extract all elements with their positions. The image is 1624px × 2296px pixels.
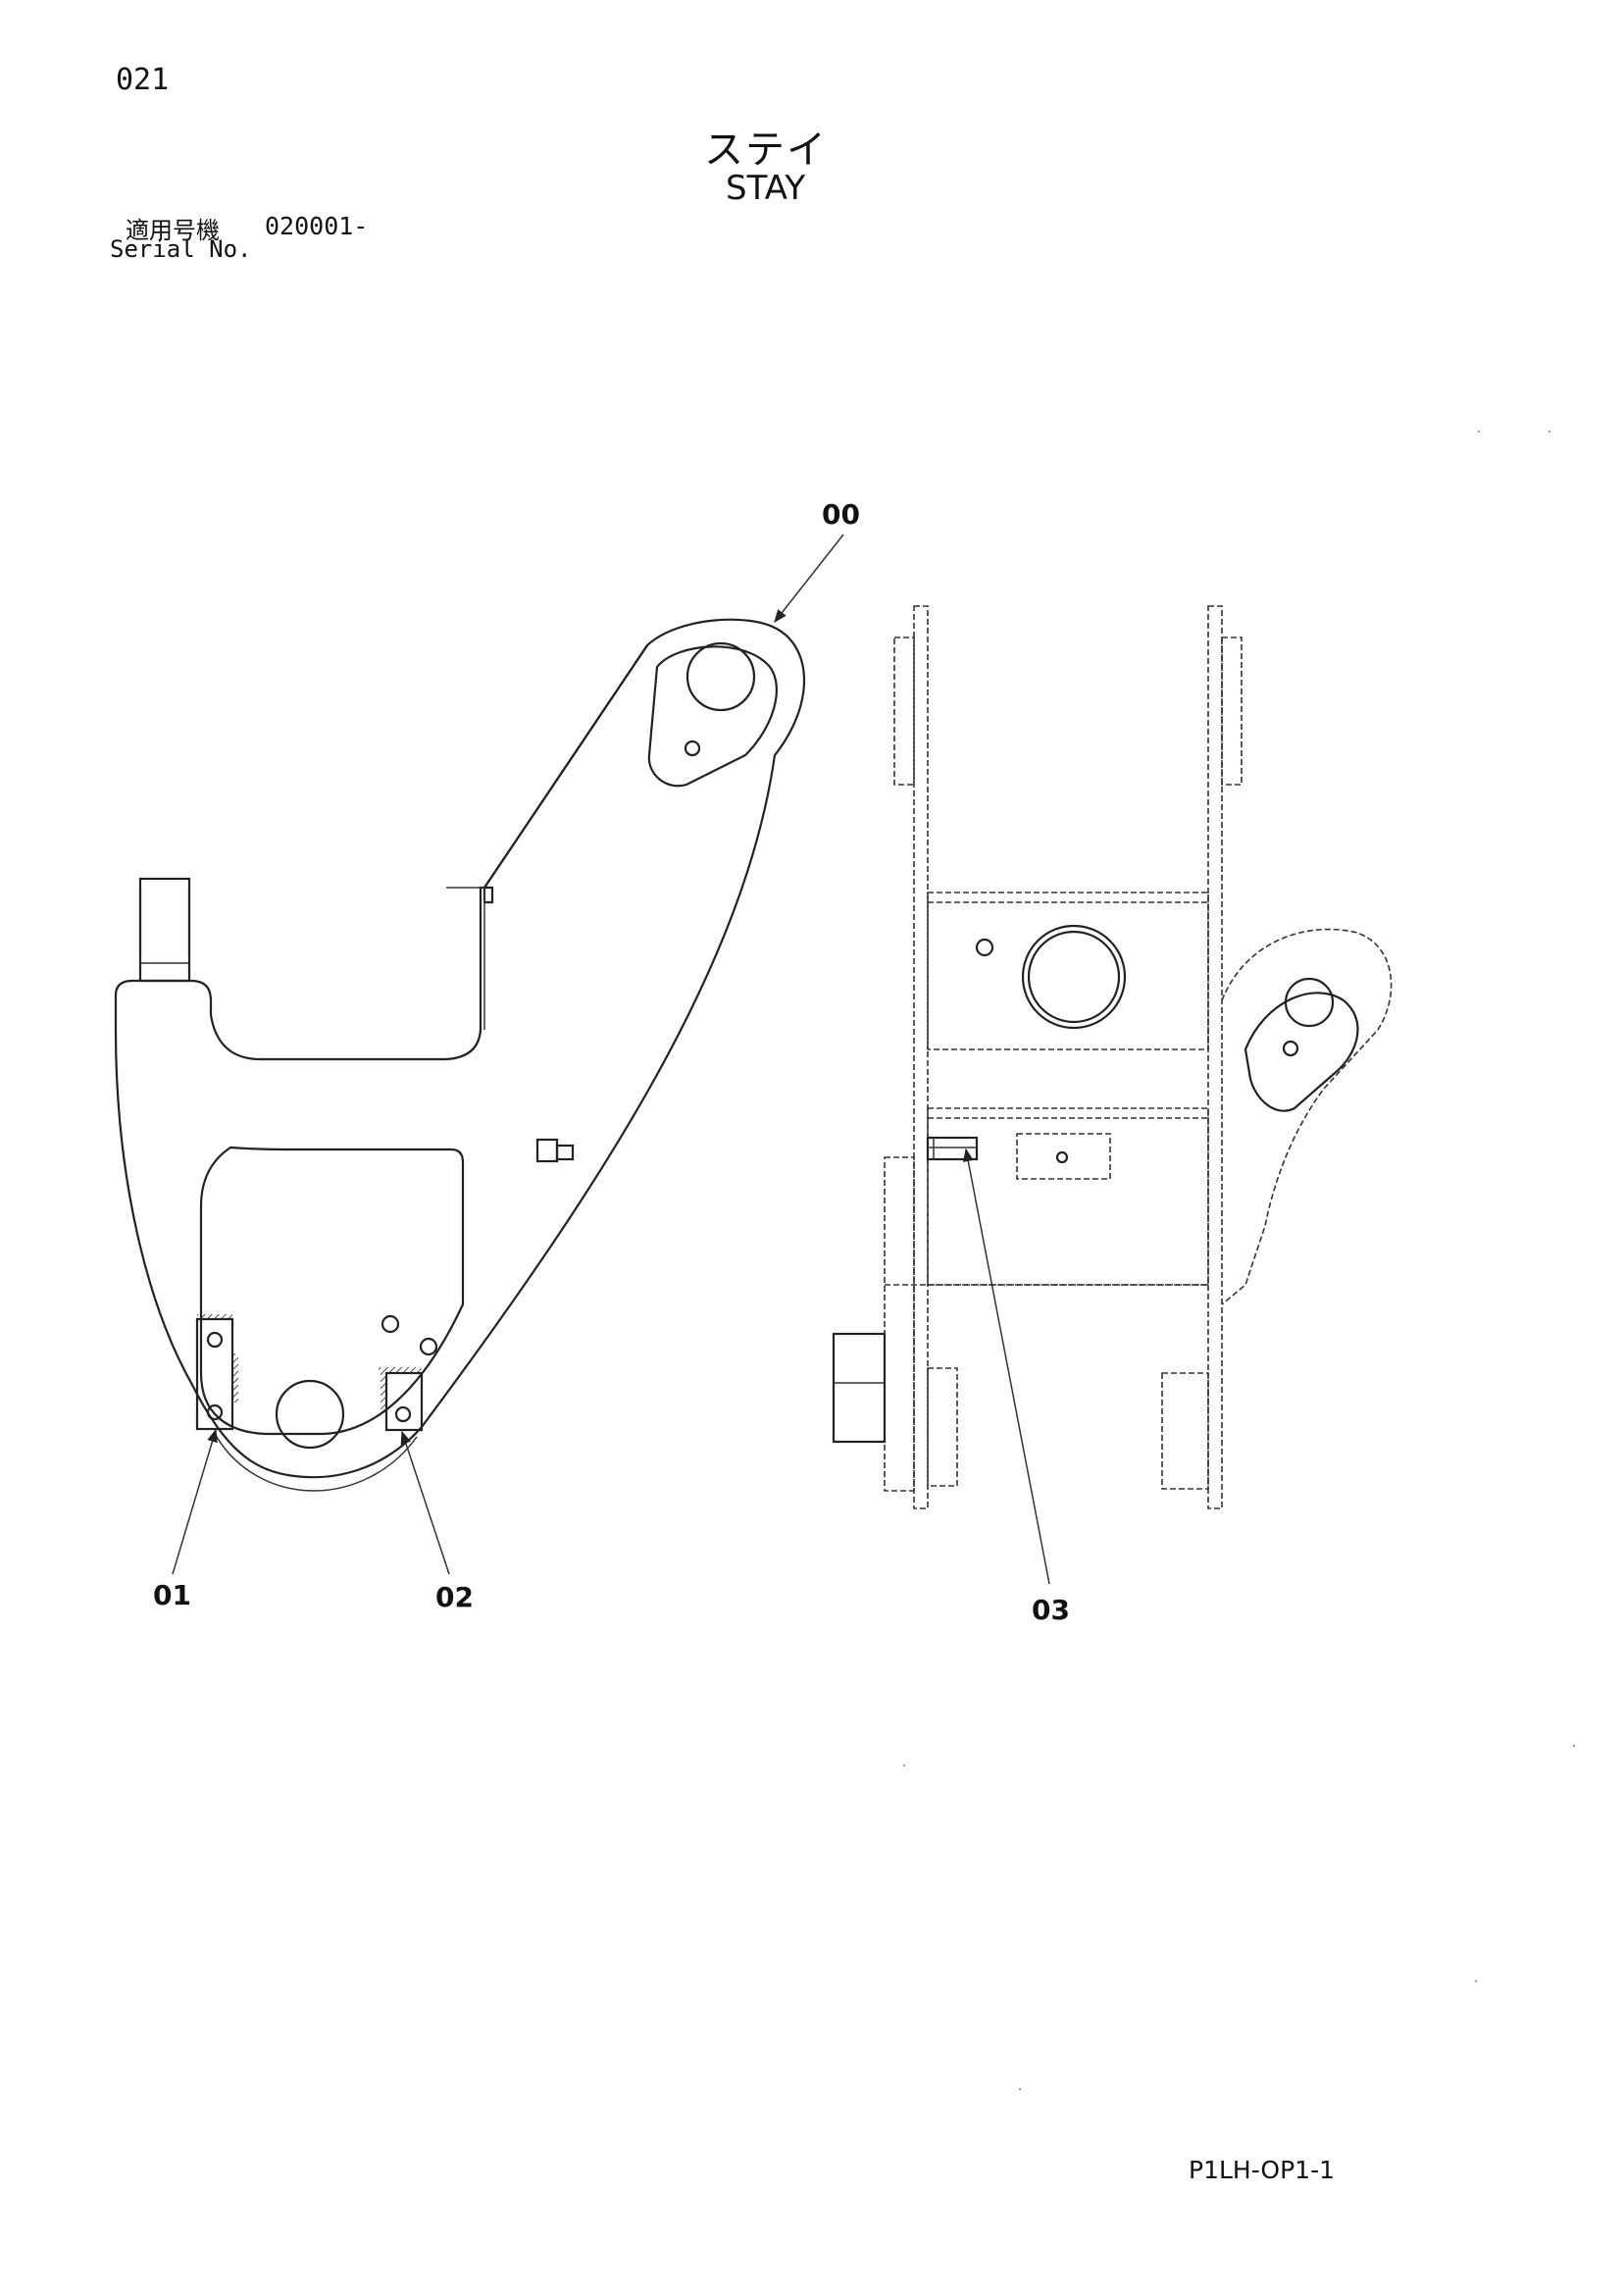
page-title: STAY bbox=[726, 169, 806, 208]
page-title-japanese: ステイ bbox=[704, 128, 828, 173]
serial-label-japanese: 適用号機 bbox=[126, 217, 220, 244]
part-02-plate bbox=[379, 1367, 424, 1432]
serial-label: Serial No. bbox=[110, 235, 252, 263]
serial-number-value: 020001- bbox=[265, 212, 369, 240]
leader-01 bbox=[172, 1428, 218, 1575]
leader-03 bbox=[962, 1148, 1050, 1585]
leader-02 bbox=[400, 1430, 450, 1575]
document-code: P1LH-OP1-1 bbox=[1189, 2156, 1336, 2184]
callout-02: 02 bbox=[435, 1581, 474, 1613]
scan-noise bbox=[902, 430, 1576, 2091]
leader-00 bbox=[774, 534, 844, 624]
part-03-block bbox=[926, 1136, 979, 1161]
callout-03: 03 bbox=[1032, 1594, 1070, 1626]
stay-side-view bbox=[114, 618, 805, 1492]
part-01-plate bbox=[195, 1314, 238, 1431]
callout-01: 01 bbox=[153, 1579, 191, 1611]
callout-00: 00 bbox=[822, 498, 860, 531]
stay-front-view bbox=[832, 605, 1393, 1509]
page-number: 021 bbox=[116, 63, 170, 97]
